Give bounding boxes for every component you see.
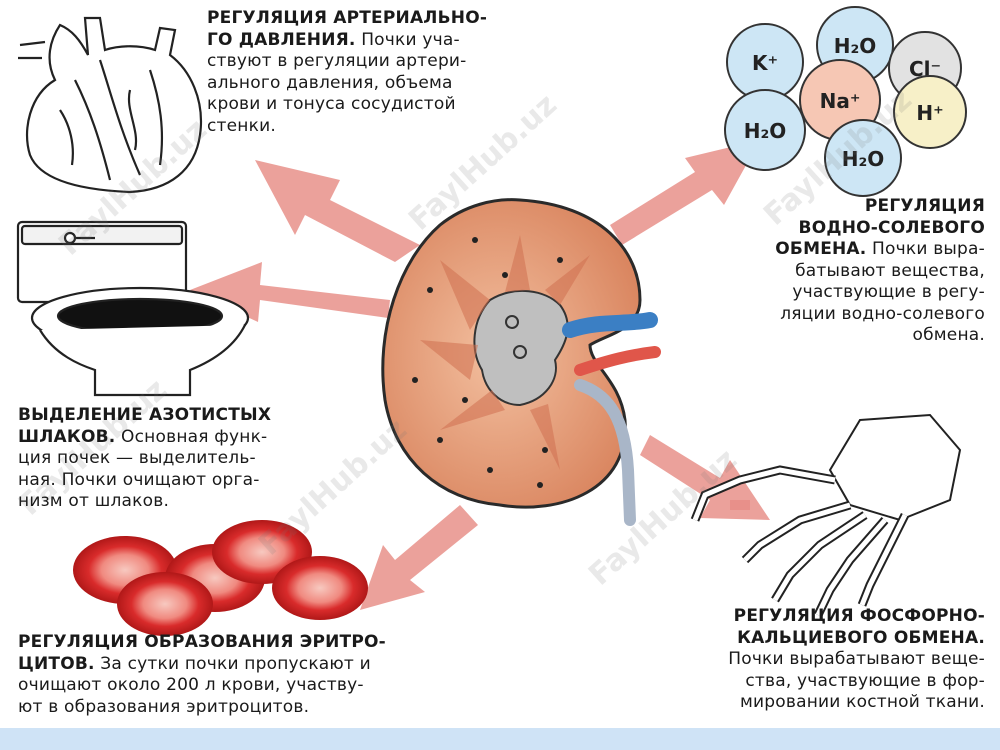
pressure-body-3: ального давления, объема: [207, 72, 453, 93]
pressure-body-5: стенки.: [207, 115, 276, 136]
arrow-to-water-salt: [610, 140, 760, 245]
pressure-text: РЕГУЛЯЦИЯ АРТЕРИАЛЬНО- ГО ДАВЛЕНИЯ. Почк…: [207, 8, 567, 137]
erythrocytes-heading-2: ЦИТОВ.: [18, 653, 95, 674]
erythrocytes-body-3: ют в образования эритроцитов.: [18, 696, 310, 717]
erythrocytes-heading-1: РЕГУЛЯЦИЯ ОБРАЗОВАНИЯ ЭРИТРО-: [18, 632, 386, 652]
pressure-heading-2: ГО ДАВЛЕНИЯ.: [207, 29, 356, 50]
phosphorus-calcium-text: РЕГУЛЯЦИЯ ФОСФОРНО- КАЛЬЦИЕВОГО ОБМЕНА. …: [600, 606, 985, 714]
water-salt-body-2: батывают вещества,: [795, 260, 985, 281]
ion-h2o-top-label: H₂O: [834, 34, 877, 58]
water-salt-body-4: ляции водно-солевого: [780, 303, 985, 324]
heart-illustration: [18, 16, 203, 194]
water-salt-body-1: Почки выра-: [866, 239, 985, 259]
pressure-body-4: крови и тонуса сосудистой: [207, 94, 456, 114]
waste-body-4: низм от шлаков.: [18, 491, 170, 511]
phosphorus-calcium-body-2: ства, участвующие в фор-: [745, 670, 985, 691]
arrow-to-bones: [640, 435, 770, 520]
water-salt-text: РЕГУЛЯЦИЯ ВОДНО-СОЛЕВОГО ОБМЕНА. Почки в…: [670, 196, 985, 347]
water-salt-heading-1: РЕГУЛЯЦИЯ: [864, 196, 985, 216]
waste-body-1: Основная функ-: [115, 426, 268, 447]
waste-text: ВЫДЕЛЕНИЕ АЗОТИСТЫХ ШЛАКОВ. Основная фун…: [18, 405, 368, 513]
bottom-bar: [0, 728, 1000, 750]
arrow-to-pressure: [255, 160, 420, 262]
pressure-heading-1: РЕГУЛЯЦИЯ АРТЕРИАЛЬНО-: [207, 8, 488, 28]
toilet-illustration: [16, 220, 250, 397]
water-salt-body-5: обмена.: [912, 325, 985, 345]
hand-bones-illustration: [690, 413, 962, 617]
red-blood-cells: [73, 520, 368, 636]
ion-h2o-left-label: H₂O: [744, 119, 787, 143]
waste-body-2: ция почек — выделитель-: [18, 448, 256, 468]
phosphorus-calcium-heading-2: КАЛЬЦИЕВОГО ОБМЕНА.: [737, 627, 985, 648]
phosphorus-calcium-heading-1: РЕГУЛЯЦИЯ ФОСФОРНО-: [733, 606, 985, 626]
pressure-body-2: ствуют в регуляции артери-: [207, 51, 467, 71]
waste-body-3: ная. Почки очищают орга-: [18, 469, 260, 490]
erythrocytes-text: РЕГУЛЯЦИЯ ОБРАЗОВАНИЯ ЭРИТРО- ЦИТОВ. За …: [18, 632, 518, 718]
waste-heading-2: ШЛАКОВ.: [18, 426, 116, 447]
kidney-illustration: [381, 198, 661, 526]
arrow-to-erythrocytes: [360, 505, 478, 610]
ion-h-label: H⁺: [916, 101, 943, 125]
water-salt-heading-3: ОБМЕНА.: [775, 239, 867, 259]
ion-h2o-bottom-label: H₂O: [842, 147, 885, 171]
water-salt-heading-2: ВОДНО-СОЛЕВОГО: [798, 217, 985, 238]
water-salt-body-3: участвующие в регу-: [792, 282, 985, 302]
ion-h: H⁺: [893, 75, 967, 149]
ion-h2o-left: H₂O: [724, 89, 806, 171]
ion-cluster: K⁺ H₂O Cl⁻ Na⁺ H⁺ H₂O H₂O: [724, 6, 967, 197]
ion-k-label: K⁺: [752, 51, 778, 75]
phosphorus-calcium-body-3: мировании костной ткани.: [740, 692, 985, 712]
ion-na-label: Na⁺: [820, 89, 861, 113]
pressure-body-1: Почки уча-: [355, 29, 460, 50]
ion-h2o-bottom: H₂O: [824, 119, 902, 197]
phosphorus-calcium-body-1: Почки вырабатывают веще-: [728, 649, 985, 669]
erythrocytes-body-1: За сутки почки пропускают и: [94, 653, 371, 674]
erythrocytes-body-2: очищают около 200 л крови, участву-: [18, 675, 364, 695]
ion-k: K⁺: [726, 23, 804, 101]
waste-heading-1: ВЫДЕЛЕНИЕ АЗОТИСТЫХ: [18, 405, 272, 425]
